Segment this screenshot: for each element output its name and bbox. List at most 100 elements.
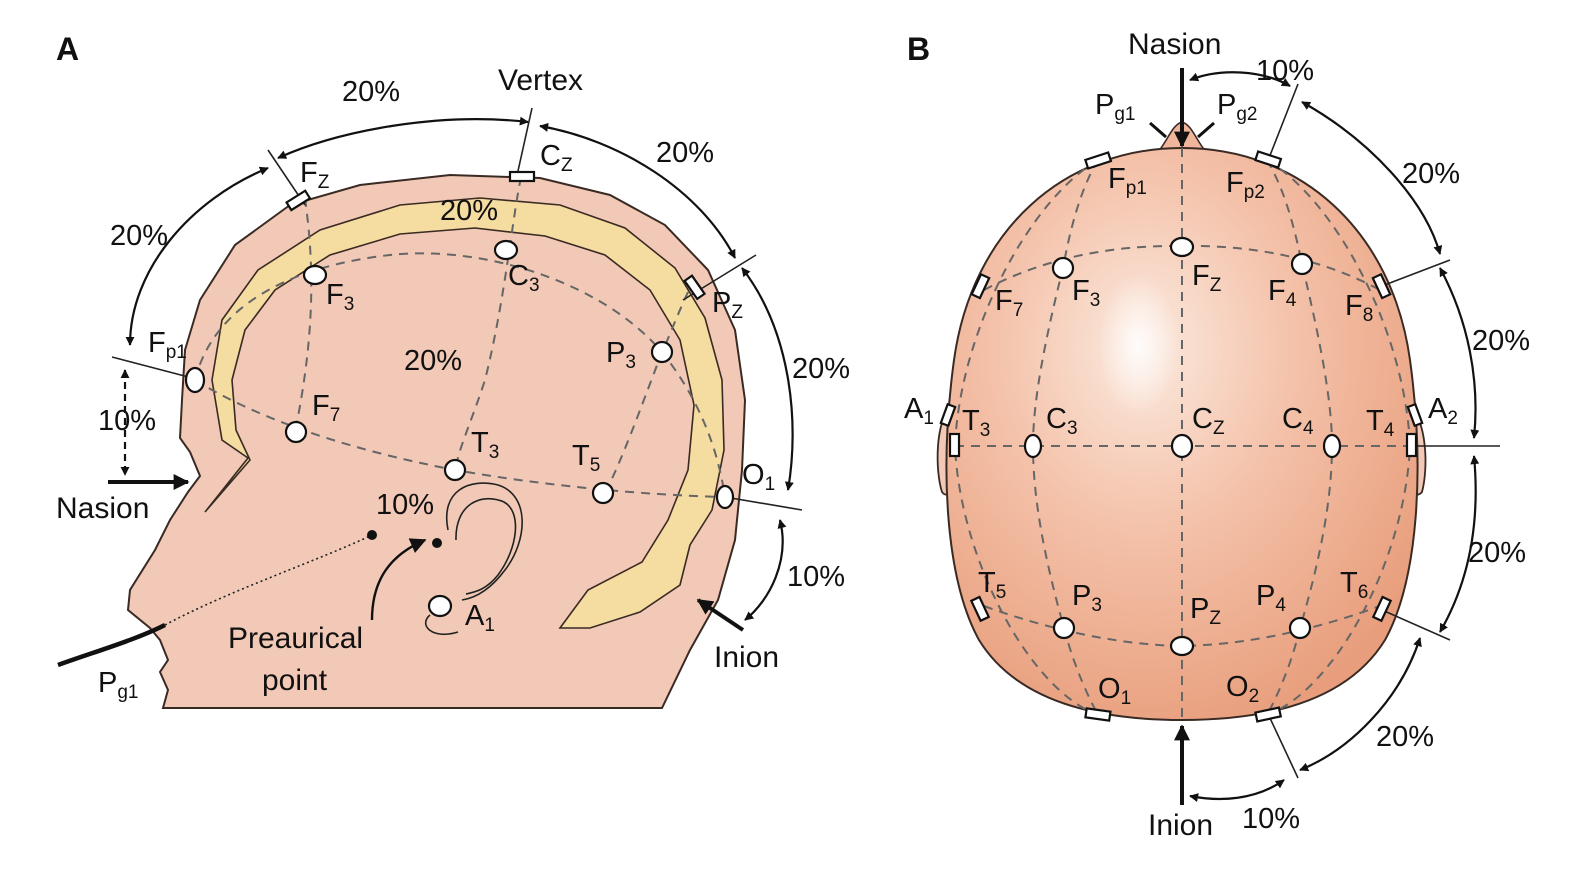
label-o1-top: O1: [1098, 673, 1131, 709]
pct-cz-pz: 20%: [656, 137, 714, 169]
arc-o1-inion: [744, 519, 787, 621]
skull-band: [204, 197, 725, 629]
label-t6-top: T6: [1340, 567, 1368, 603]
electrode-f7-top: [970, 272, 991, 300]
pct-top-10-upper: 10%: [1256, 55, 1314, 87]
label-cz-side: CZ: [540, 140, 573, 176]
electrode-fp2-top: [1253, 150, 1283, 169]
arc-cz-pz: [539, 122, 736, 259]
electrode-fz-side: [285, 189, 312, 212]
label-o1-side: O1: [742, 459, 775, 495]
electrode-a1-side: [427, 594, 453, 618]
scalp-highlight: [1098, 273, 1178, 417]
tick-top-t6: [1381, 609, 1451, 641]
label-fp1-top: Fp1: [1108, 163, 1147, 199]
top-frontal-arc: [983, 244, 1381, 291]
tick-top-f8: [1381, 259, 1451, 287]
electrode-p4-top: [1288, 616, 1312, 640]
arc-top-fp2-f8: [1301, 101, 1443, 255]
arc-top-t4-t6: [1439, 455, 1480, 633]
pg1-indicator-top: [1149, 121, 1167, 139]
label-pg1-side: Pg1: [98, 667, 138, 703]
label-t5-top: T5: [978, 567, 1006, 603]
pg1-side-lead: [57, 622, 167, 668]
arc-top-o2-inion: [1189, 779, 1285, 802]
label-a1-side: A1: [465, 600, 495, 636]
side-line-fp-c-p: [194, 252, 726, 498]
label-c3-side: C3: [508, 260, 540, 296]
electrode-t4-top: [1405, 432, 1418, 458]
pct-pz-o1: 20%: [792, 353, 850, 385]
label-a2-top: A2: [1428, 393, 1458, 429]
top-left-outer-ring: [953, 159, 1099, 716]
preauricular-label-line1: Preaurical: [228, 622, 363, 655]
electrode-fp1-top: [1083, 151, 1113, 170]
label-pz-top: PZ: [1190, 593, 1221, 629]
label-p4-top: P4: [1256, 580, 1286, 616]
electrode-a2-top: [1406, 402, 1424, 428]
label-t4-top: T4: [1366, 405, 1395, 441]
pct-nasion-fp1: 10%: [98, 405, 156, 437]
label-fp2-top: Fp2: [1226, 167, 1265, 203]
nasion-label-top: Nasion: [1128, 28, 1221, 61]
pct-top-20-b: 20%: [1472, 325, 1530, 357]
electrode-pz-top: [1169, 635, 1195, 657]
electrode-o2-top: [1254, 706, 1283, 723]
arc-top-t6-o2: [1299, 637, 1422, 772]
panel-label-b: B: [907, 31, 930, 67]
label-pg1-top: Pg1: [1095, 89, 1135, 125]
pct-inion-o1: 10%: [787, 561, 845, 593]
panel-label-a: A: [56, 31, 79, 67]
label-fp1-side: Fp1: [148, 327, 187, 363]
preauricular-arrow: [370, 538, 427, 621]
electrode-t5-side: [591, 481, 615, 505]
electrode-c3-side: [493, 239, 519, 261]
label-c3-top: C3: [1046, 403, 1078, 439]
electrode-f3-top: [1051, 256, 1075, 280]
label-t5-side: T5: [572, 440, 600, 476]
tick-top-fp2: [1268, 83, 1299, 159]
electrode-o1-top: [1084, 707, 1112, 722]
electrode-f3-side: [302, 264, 328, 286]
label-f7-side: F7: [312, 390, 340, 426]
electrode-cz-top: [1170, 433, 1194, 459]
pct-left-upper: 20%: [110, 220, 168, 252]
label-p3-side: P3: [606, 337, 636, 373]
label-pz-side: PZ: [712, 287, 743, 323]
electrode-t3-top: [948, 432, 961, 458]
tick-top-o2: [1268, 715, 1299, 779]
label-pg2-top: Pg2: [1217, 89, 1257, 125]
pct-top-20-a: 20%: [1402, 158, 1460, 190]
electrode-p3-side: [650, 340, 674, 364]
electrode-f7-side: [284, 420, 308, 444]
pct-c3-t3: 20%: [404, 345, 462, 377]
top-view-panel: B: [904, 28, 1530, 842]
electrode-p3-top: [1052, 616, 1076, 640]
electrode-f8-top: [1371, 272, 1392, 300]
side-line-c: [454, 176, 522, 471]
electrode-fz-top: [1169, 236, 1195, 258]
arc-fp1-fz: [125, 166, 269, 346]
preauricular-dot: [432, 538, 442, 548]
preauricular-label-line2: point: [262, 664, 328, 697]
label-fz-top: FZ: [1192, 260, 1222, 296]
side-line-f: [294, 197, 313, 433]
pct-top-10-lower: 10%: [1242, 803, 1300, 835]
inion-label-side: Inion: [714, 641, 779, 674]
arc-fz-cz: [277, 116, 529, 160]
label-f8-top: F8: [1345, 290, 1373, 326]
label-f4-top: F4: [1268, 275, 1297, 311]
electrode-f4-top: [1290, 252, 1314, 276]
label-c4-top: C4: [1282, 403, 1314, 439]
label-t3-top: T3: [962, 405, 990, 441]
electrode-cz-side: [508, 170, 536, 183]
inion-label-top: Inion: [1148, 809, 1213, 842]
pg2-indicator-top: [1197, 121, 1215, 139]
vertex-label: Vertex: [498, 64, 583, 97]
label-cz-top: CZ: [1192, 403, 1225, 439]
label-a1-top: A1: [904, 393, 934, 429]
arc-top-nasion-fp2: [1189, 71, 1291, 87]
electrode-fp1-side: [184, 366, 206, 394]
electrode-a1-top: [939, 402, 957, 428]
